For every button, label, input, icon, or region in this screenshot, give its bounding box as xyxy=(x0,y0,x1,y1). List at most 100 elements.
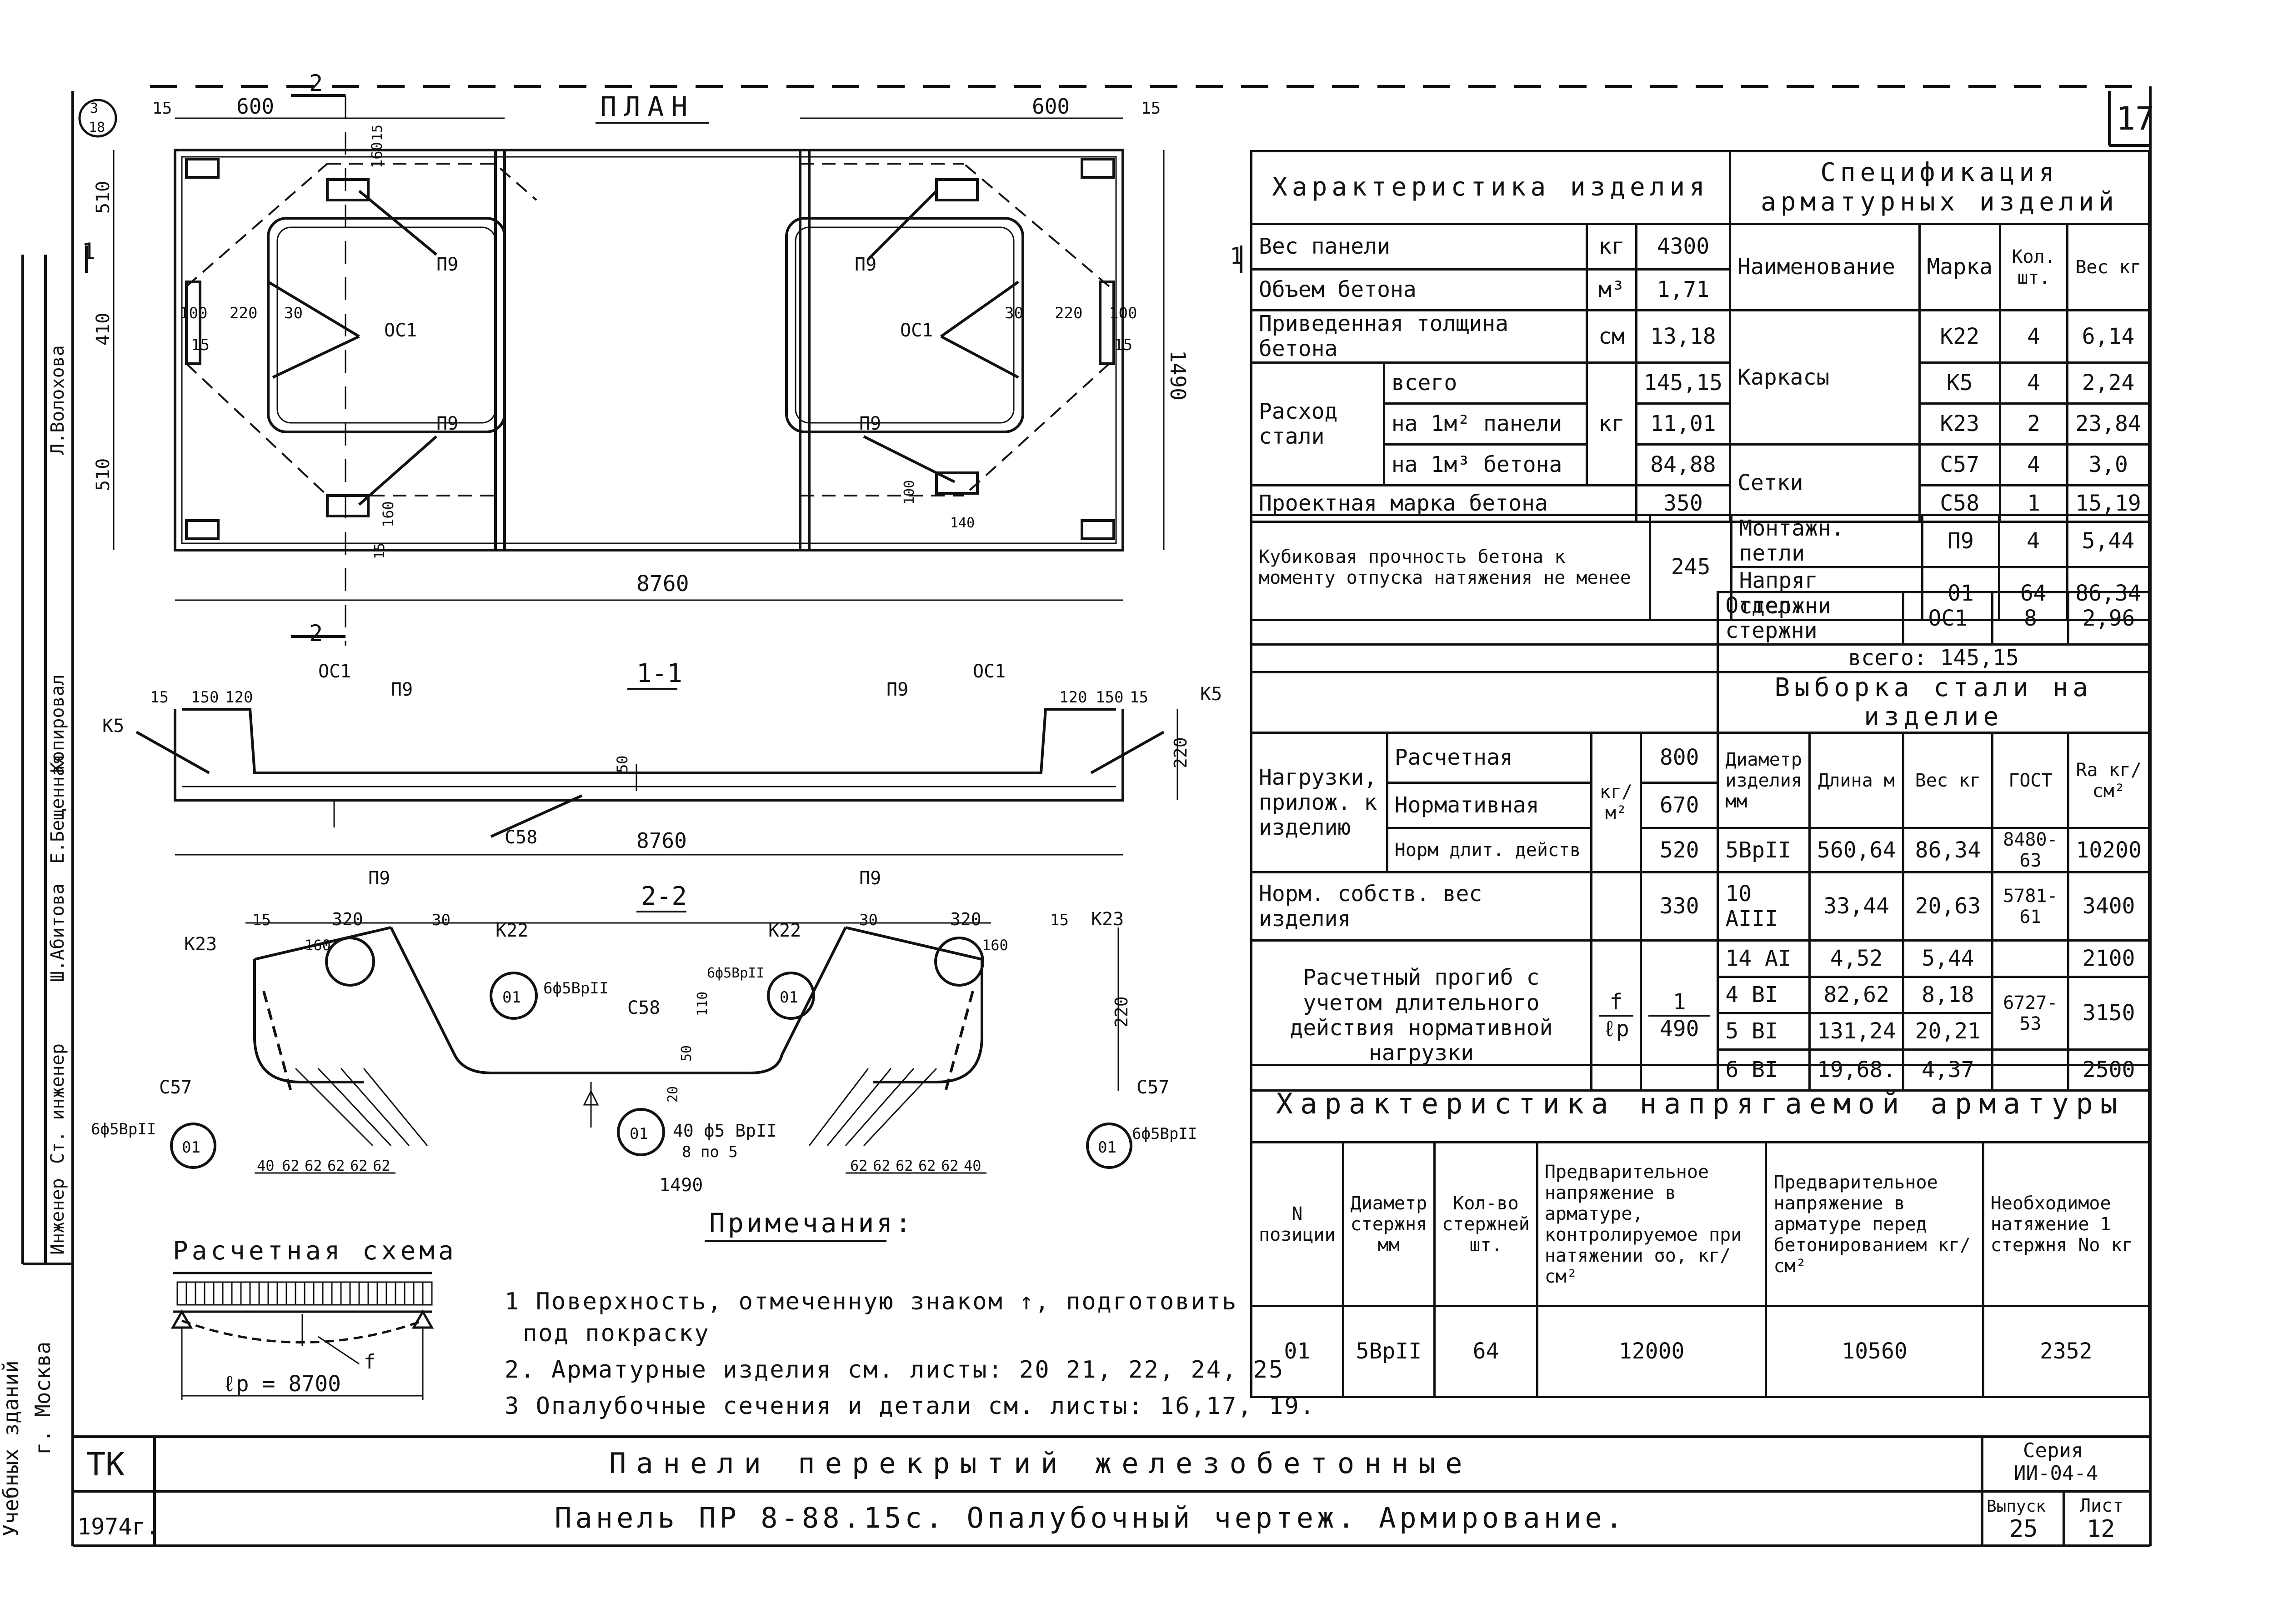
section-2-label-p9-right: П9 xyxy=(859,868,881,889)
sel-row-2-len: 33,44 xyxy=(1808,871,1905,942)
section-1-dim-left-3: 120 xyxy=(225,688,253,707)
prestress-count: 64 xyxy=(1433,1305,1538,1398)
spec-p9-qty: 4 xyxy=(1998,513,2068,569)
spec-k23-qty: 2 xyxy=(1999,402,2069,446)
plan-dim-100-a: 100 xyxy=(180,304,207,322)
section-2-dim-bl-5: 62 xyxy=(350,1157,368,1174)
deflection-ratio-top: f xyxy=(1609,989,1623,1015)
title-block-series-label: Серия xyxy=(2023,1439,2083,1462)
note-1-cont: под покраску xyxy=(523,1320,710,1347)
spec-p9-weight: 5,44 xyxy=(2066,513,2151,569)
section-1-label-k5-right: К5 xyxy=(1200,684,1222,705)
spec-total: всего: 145,15 xyxy=(1717,643,2150,673)
section-2-pos-01-b: 01 xyxy=(780,988,798,1007)
sel-row-2-ra: 3400 xyxy=(2067,871,2150,942)
title-block: ТК 1974г. Панели перекрытий железобетонн… xyxy=(77,1439,2123,1543)
title-block-issue: 25 xyxy=(2009,1515,2038,1543)
plan-dim-30-b: 30 xyxy=(1005,304,1023,322)
section-1-dim-8760: 8760 xyxy=(636,828,687,853)
section-2-dim-br-3: 62 xyxy=(896,1157,913,1174)
sel-header-len: Длина м xyxy=(1808,732,1905,830)
sel-row-4-w: 8,18 xyxy=(1902,976,1994,1015)
plan-callout-bottom: 18 xyxy=(89,120,105,135)
notes: Примечания: 1 Поверхность, отмеченную зн… xyxy=(505,1208,1316,1420)
section-1-dim-left-2: 150 xyxy=(191,688,219,707)
section-2-bar-label-center-right: 6ф5ВрII xyxy=(707,965,764,981)
spec-group-frames: Каркасы xyxy=(1729,309,1921,446)
spec-group-loops: Монтажн. петли xyxy=(1730,513,1923,569)
characteristics-title: Характеристика изделия xyxy=(1250,150,1732,225)
prestress-header-count: Кол-во стержней шт. xyxy=(1433,1141,1538,1307)
load-longterm-label: Норм длит. действ xyxy=(1386,827,1592,874)
prestress-title: Характеристика напрягаемой арматуры xyxy=(1250,1064,2150,1143)
note-2: 2. Арматурные изделия см. листы: 20 21, … xyxy=(505,1356,1284,1383)
spec-oc1-mark: ОС1 xyxy=(1902,591,1994,646)
spec-p9-mark: П9 xyxy=(1921,513,2001,569)
prestress-control: 12000 xyxy=(1536,1305,1767,1398)
section-2-dim-tr-320: 320 xyxy=(950,909,981,929)
section-2-dim-1490: 1490 xyxy=(659,1175,703,1196)
thickness-label: Приведенная толщина бетона xyxy=(1250,309,1588,364)
section-1-dim-50: 50 xyxy=(614,755,631,773)
stamp-role-2: Ст. инженер xyxy=(47,1043,68,1164)
sel-row-4-d: 4 ВI xyxy=(1717,976,1811,1015)
section-2-pos-01-c: 01 xyxy=(182,1138,200,1157)
spec-c57-mark: С57 xyxy=(1918,443,2002,487)
prestress-header-pos: N позиции xyxy=(1250,1141,1344,1307)
self-weight-label: Норм. собств. вес изделия xyxy=(1250,871,1592,942)
title-block-issue-label: Выпуск xyxy=(1987,1497,2046,1516)
plan-dim-220-a: 220 xyxy=(230,304,257,322)
section-1-label-p9-right: П9 xyxy=(886,679,908,700)
deflection-value-top: 1 xyxy=(1672,989,1686,1015)
sel-row-5-len: 131,24 xyxy=(1808,1012,1905,1051)
section-2-dim-bl-4: 62 xyxy=(327,1157,345,1174)
spec-header-qty: Кол. шт. xyxy=(1999,223,2069,311)
spec-k5-qty: 4 xyxy=(1999,361,2069,405)
sel-row-1-w: 86,34 xyxy=(1902,827,1994,874)
spec-k5-mark: К5 xyxy=(1918,361,2002,405)
loads-label: Нагрузки, прилож. к изделию xyxy=(1250,732,1388,874)
spec-k23-mark: К23 xyxy=(1918,402,2002,446)
plan-dim-510-a: 510 xyxy=(93,181,114,214)
plan-dim-15-c: 15 xyxy=(191,336,210,354)
plan-dim-160-a: 160 xyxy=(368,142,386,168)
section-2-dim-bl-1: 40 xyxy=(257,1157,275,1174)
note-3: 3 Опалубочные сечения и детали см. листы… xyxy=(505,1393,1316,1420)
thickness-value: 13,18 xyxy=(1635,309,1732,364)
title-block-subtitle: Панель ПР 8-88.15с. Опалубочный чертеж. … xyxy=(555,1501,1626,1534)
steel-m2-label: на 1м² панели xyxy=(1382,402,1588,446)
prestress-diam: 5ВрII xyxy=(1342,1305,1436,1398)
sel-row-5-w: 20,21 xyxy=(1902,1012,1994,1051)
prestress-header-diam: Диаметр стержня мм xyxy=(1342,1141,1436,1307)
plan-callout-top: 3 xyxy=(90,100,98,116)
prestress-header-tension: Необходимое натяжение 1 стержня No кг xyxy=(1982,1141,2151,1307)
spec-header-weight: Вес кг xyxy=(2066,223,2150,311)
sel-header-gost: ГОСТ xyxy=(1991,732,2070,830)
prestress-before: 10560 xyxy=(1765,1305,1984,1398)
stamp-role-1: Инженер xyxy=(47,1178,68,1255)
section-1-dim-right-3: 15 xyxy=(1130,688,1148,707)
plan-dim-600-left: 600 xyxy=(236,94,274,119)
section-1-label-oc1-left: ОС1 xyxy=(318,661,351,682)
thickness-unit: см xyxy=(1586,309,1637,364)
plan-dim-100-b: 100 xyxy=(1109,304,1137,322)
sheet-number: 17 xyxy=(2116,100,2154,137)
spec-group-separate: Отдел. стержни xyxy=(1717,591,1905,646)
section-2-dim-50: 50 xyxy=(679,1045,695,1062)
sel-row-3-d: 14 АI xyxy=(1717,939,1811,978)
plan-label-oc1-right: ОС1 xyxy=(900,320,933,341)
spec-k23-weight: 23,84 xyxy=(2066,402,2150,446)
sel-row-2-w: 20,63 xyxy=(1902,871,1994,942)
plan-view xyxy=(78,94,1242,646)
plan-dim-30-a: 30 xyxy=(284,304,303,322)
plan-dim-510-b: 510 xyxy=(93,458,114,491)
plan-labels: ПЛАН 600 600 15 15 2 2 1 1 3 18 8760 149… xyxy=(82,70,1243,647)
section-1-dim-right-2: 150 xyxy=(1096,688,1123,707)
characteristics-table: Характеристика изделия Спецификация арма… xyxy=(1250,150,2150,523)
side-stamp: Инженер Ст. инженер Копировал Л.Волохова… xyxy=(0,345,68,1537)
volume-value: 1,71 xyxy=(1635,268,1732,311)
section-2-pos-01-e: 01 xyxy=(1098,1138,1116,1157)
section-2-2-title: 2-2 xyxy=(641,882,687,911)
plan-label-p9-tr: П9 xyxy=(855,254,876,275)
volume-label: Объем бетона xyxy=(1250,268,1588,311)
